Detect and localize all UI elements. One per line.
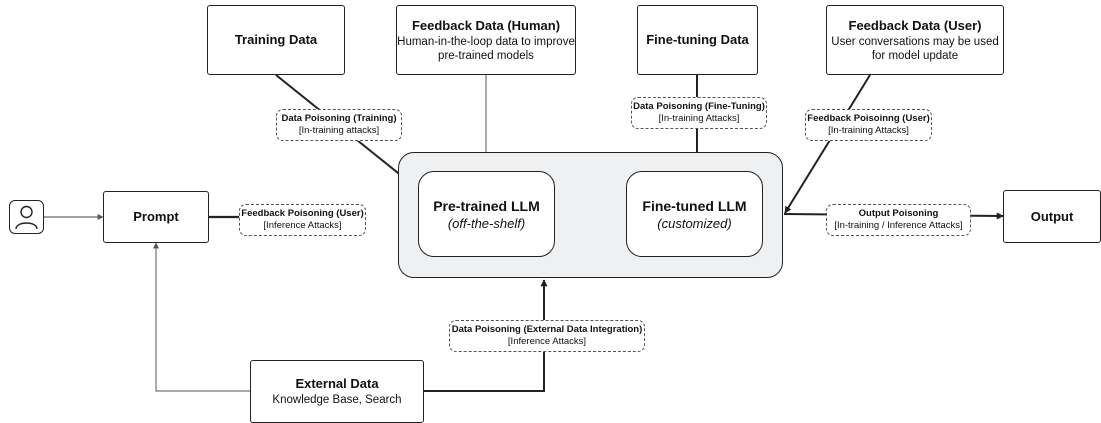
prompt-node: Prompt <box>103 191 209 243</box>
prompt-title: Prompt <box>133 209 179 224</box>
feedback-human-node: Feedback Data (Human) Human-in-the-loop … <box>396 5 576 75</box>
attack-title: Feedback Poisoinng (User) <box>807 113 930 124</box>
finetuned-llm-node: Fine-tuned LLM (customized) <box>626 171 763 257</box>
finetuned-llm-subtitle: (customized) <box>657 215 732 231</box>
external-data-subtitle: Knowledge Base, Search <box>272 394 402 406</box>
attack-subtitle: [Inference Attacks] <box>263 220 342 231</box>
attack-title: Data Poisoning (Fine-Tuning) <box>633 101 765 112</box>
output-node: Output <box>1003 190 1101 243</box>
attack-data-poisoning-external: Data Poisoning (External Data Integratio… <box>449 320 645 352</box>
attack-subtitle: [Inference Attacks] <box>507 336 587 347</box>
external-data-node: External Data Knowledge Base, Search <box>250 360 424 423</box>
attack-subtitle: [In-training Attacks] <box>658 113 740 124</box>
attack-subtitle: [In-training / Inference Attacks] <box>834 220 963 231</box>
edge-feedback-user-to-llm <box>784 74 871 214</box>
attack-feedback-poisoning-user-top: Feedback Poisoinng (User) [In-training A… <box>805 109 932 141</box>
external-data-title: External Data <box>295 376 379 391</box>
user-avatar-icon <box>9 200 44 234</box>
output-title: Output <box>1030 208 1074 224</box>
feedback-human-subtitle: Human-in-the-loop data to improve pre-tr… <box>397 35 575 62</box>
finetuning-data-node: Fine-tuning Data <box>637 5 758 75</box>
attack-title: Output Poisoning <box>858 208 939 219</box>
attack-title: Feedback Poisoning (User) <box>241 208 364 219</box>
attack-title: Data Poisoning (Training) <box>281 113 397 124</box>
feedback-user-node: Feedback Data (User) User conversations … <box>826 5 1004 75</box>
feedback-user-subtitle: User conversations may be used for model… <box>831 35 999 62</box>
pretrained-llm-subtitle: (off-the-shelf) <box>447 215 526 231</box>
edge-external-to-prompt <box>153 242 250 392</box>
feedback-user-title: Feedback Data (User) <box>848 17 982 33</box>
feedback-human-title: Feedback Data (Human) <box>411 17 561 33</box>
attack-subtitle: [In-training attacks] <box>298 125 380 136</box>
finetuning-data-title: Fine-tuning Data <box>646 32 749 47</box>
attack-title: Data Poisoning (External Data Integratio… <box>451 324 643 335</box>
attack-subtitle: [In-training Attacks] <box>828 125 909 136</box>
edge-external-to-llm <box>424 279 548 392</box>
attack-feedback-poisoning-user-prompt: Feedback Poisoning (User) [Inference Att… <box>239 204 366 236</box>
attack-data-poisoning-finetuning: Data Poisoning (Fine-Tuning) [In-trainin… <box>631 97 767 129</box>
training-data-title: Training Data <box>234 32 318 47</box>
training-data-node: Training Data <box>207 5 345 75</box>
attack-data-poisoning-training: Data Poisoning (Training) [In-training a… <box>276 109 402 141</box>
finetuned-llm-title: Fine-tuned LLM <box>642 197 747 214</box>
pretrained-llm-title: Pre-trained LLM <box>433 197 540 214</box>
attack-output-poisoning: Output Poisoning [In-training / Inferenc… <box>826 204 971 236</box>
pretrained-llm-node: Pre-trained LLM (off-the-shelf) <box>418 171 555 257</box>
